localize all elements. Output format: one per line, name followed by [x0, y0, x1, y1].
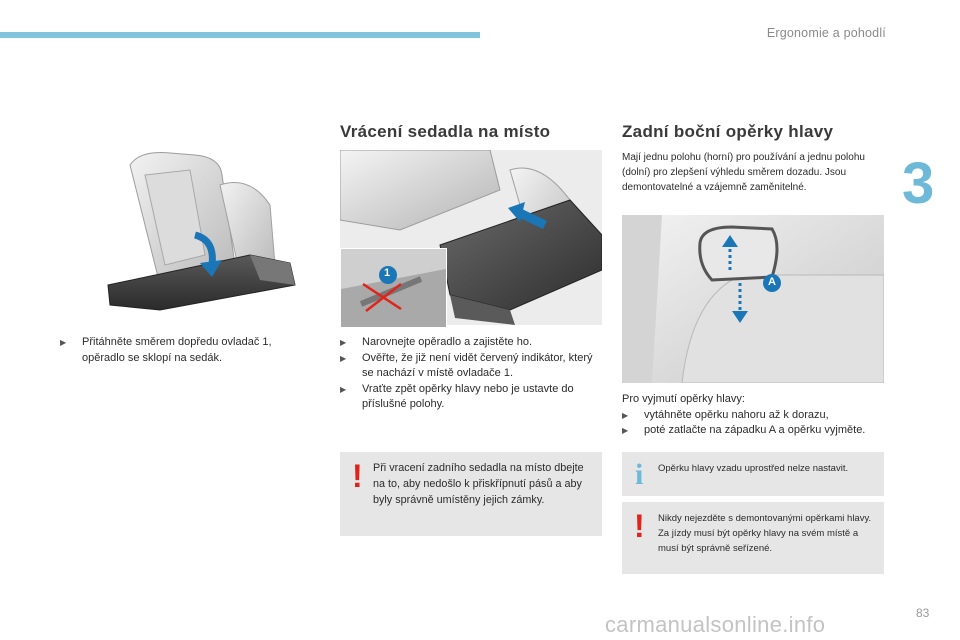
- section-heading-return-seat: Vrácení sedadla na místo: [340, 122, 551, 141]
- chapter-number: 3: [902, 151, 935, 216]
- step-item: Narovnejte opěradlo a zajistěte ho.: [340, 335, 602, 351]
- header-accent-bar: [0, 32, 480, 38]
- section-title: Ergonomie a pohodlí: [766, 26, 886, 40]
- info-icon: i: [635, 458, 644, 491]
- left-steps: Přitáhněte směrem dopředu ovladač 1, opě…: [60, 335, 310, 366]
- seat-folding-illustration: [100, 145, 310, 315]
- warning-box-return: ! Při vracení zadního sedadla na místo d…: [340, 452, 602, 536]
- exclamation-icon: !: [352, 458, 363, 494]
- removal-instructions: Pro vyjmutí opěrky hlavy: vytáhněte opěr…: [622, 392, 884, 439]
- middle-steps: Narovnejte opěradlo a zajistěte ho. Ověř…: [340, 335, 602, 413]
- step-item: Ověřte, že již není vidět červený indiká…: [340, 351, 602, 382]
- watermark: carmanualsonline.info: [605, 612, 826, 637]
- info-box-headrest: i Opěrku hlavy vzadu uprostřed nelze nas…: [622, 452, 884, 496]
- control-1-inset: 1: [340, 248, 447, 328]
- warning-text: Při vracení zadního sedadla na místo dbe…: [373, 462, 584, 506]
- exclamation-icon: !: [634, 508, 645, 544]
- removal-heading: Pro vyjmutí opěrky hlavy:: [622, 393, 745, 405]
- page-number: 83: [916, 606, 930, 620]
- section-heading-headrests: Zadní boční opěrky hlavy: [622, 122, 834, 141]
- step-item: Přitáhněte směrem dopředu ovladač 1, opě…: [60, 335, 310, 366]
- latch-a-label: A: [768, 276, 776, 288]
- control-1-label: 1: [384, 267, 391, 279]
- step-item: Vraťte zpět opěrky hlavy nebo je ustavte…: [340, 382, 602, 413]
- headrest-intro: Mají jednu polohu (horní) pro používání …: [622, 152, 865, 193]
- info-text: Opěrku hlavy vzadu uprostřed nelze nasta…: [658, 463, 849, 474]
- step-item: vytáhněte opěrku nahoru až k dorazu,: [622, 408, 884, 424]
- warning-box-headrest: ! Nikdy nejezděte s demontovanými opěrka…: [622, 502, 884, 574]
- step-item: poté zatlačte na západku A a opěrku vyjm…: [622, 423, 884, 439]
- warning-text: Nikdy nejezděte s demontovanými opěrkami…: [658, 513, 872, 554]
- headrest-illustration: A: [622, 215, 884, 383]
